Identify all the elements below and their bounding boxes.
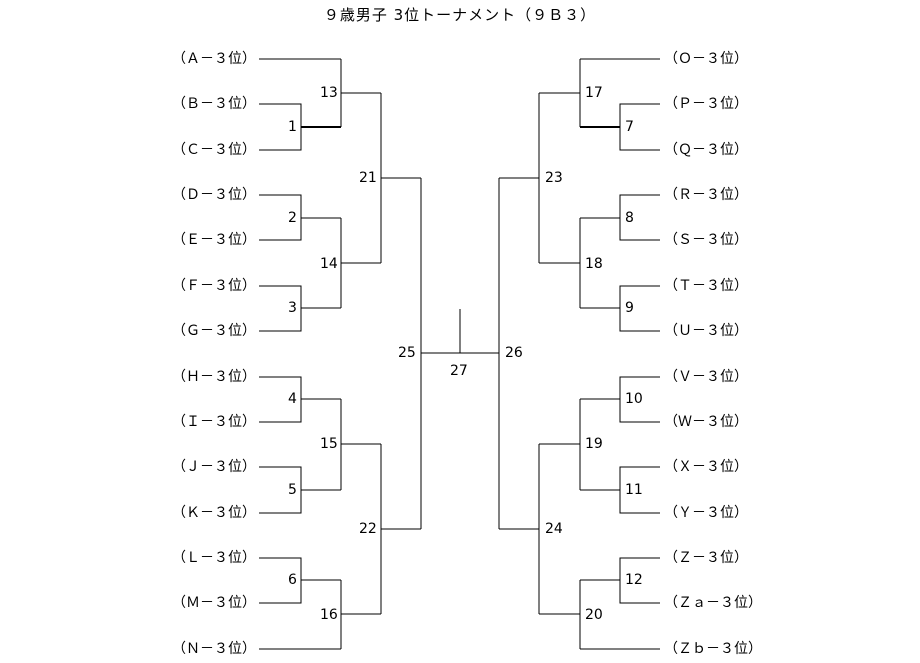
match-number-7: 7 <box>625 119 634 135</box>
entry-y: （Ｙ－３位） <box>664 505 748 521</box>
match-number-14: 14 <box>320 256 338 272</box>
match-number-15: 15 <box>320 436 338 452</box>
match-number-22: 22 <box>359 521 377 537</box>
entry-s: （Ｓ－３位） <box>664 232 748 248</box>
entry-q: （Ｑ－３位） <box>664 142 748 158</box>
entry-z: （Ｚ－３位） <box>664 550 748 566</box>
entry-h: （Ｈ－３位） <box>172 369 256 385</box>
entry-p: （Ｐ－３位） <box>664 96 748 112</box>
match-number-11: 11 <box>625 482 643 498</box>
entry-j: （Ｊ－３位） <box>172 459 256 475</box>
match-number-21: 21 <box>359 170 377 186</box>
entry-v: （Ｖ－３位） <box>664 369 748 385</box>
entry-n: （Ｎ－３位） <box>172 641 256 657</box>
match-number-24: 24 <box>545 521 563 537</box>
entry-f: （Ｆ－３位） <box>172 278 256 294</box>
match-number-5: 5 <box>288 482 297 498</box>
page-title: ９歳男子 3位トーナメント（９Ｂ３） <box>323 6 597 24</box>
entry-l: （Ｌ－３位） <box>172 550 256 566</box>
entry-b: （Ｂ－３位） <box>172 96 256 112</box>
match-number-13: 13 <box>320 85 338 101</box>
line-match-7 <box>619 103 660 151</box>
line-match-12 <box>619 557 660 604</box>
match-number-20: 20 <box>585 607 603 623</box>
entry-w: （Ｗ－３位） <box>664 414 748 430</box>
match-number-4: 4 <box>288 391 297 407</box>
line-match-9 <box>619 285 660 332</box>
entry-k: （Ｋ－３位） <box>172 505 256 521</box>
entry-x: （Ｘ－３位） <box>664 459 748 475</box>
entry-i: （Ｉ－３位） <box>172 414 256 430</box>
match-number-6: 6 <box>288 572 297 588</box>
entry-m: （Ｍ－３位） <box>172 595 256 611</box>
match-number-9: 9 <box>625 300 634 316</box>
entry-e: （Ｅ－３位） <box>172 232 256 248</box>
entry-a: （Ａ－３位） <box>172 51 256 67</box>
line-match-11 <box>619 466 660 514</box>
line-match-8 <box>619 194 660 241</box>
entry-o: （Ｏ－３位） <box>664 51 748 67</box>
match-number-18: 18 <box>585 256 603 272</box>
match-number-17: 17 <box>585 85 603 101</box>
match-number-3: 3 <box>288 300 297 316</box>
match-number-16: 16 <box>320 607 338 623</box>
entry-g: （Ｇ－３位） <box>172 323 256 339</box>
entry-t: （Ｔ－３位） <box>664 278 748 294</box>
match-number-19: 19 <box>585 436 603 452</box>
entry-d: （Ｄ－３位） <box>172 187 256 203</box>
match-number-27: 27 <box>450 363 468 379</box>
entry-zb: （Ｚｂ－３位） <box>664 641 762 657</box>
line-match-10 <box>619 376 660 423</box>
match-number-26: 26 <box>505 345 523 361</box>
entry-c: （Ｃ－３位） <box>172 142 256 158</box>
entry-r: （Ｒ－３位） <box>664 187 748 203</box>
match-number-10: 10 <box>625 391 643 407</box>
match-number-2: 2 <box>288 210 297 226</box>
entry-u: （Ｕ－３位） <box>664 323 748 339</box>
match-number-8: 8 <box>625 210 634 226</box>
match-number-23: 23 <box>545 170 563 186</box>
match-number-25: 25 <box>398 345 416 361</box>
entry-za: （Ｚａ－３位） <box>664 595 762 611</box>
match-number-12: 12 <box>625 572 643 588</box>
match-number-1: 1 <box>288 119 297 135</box>
